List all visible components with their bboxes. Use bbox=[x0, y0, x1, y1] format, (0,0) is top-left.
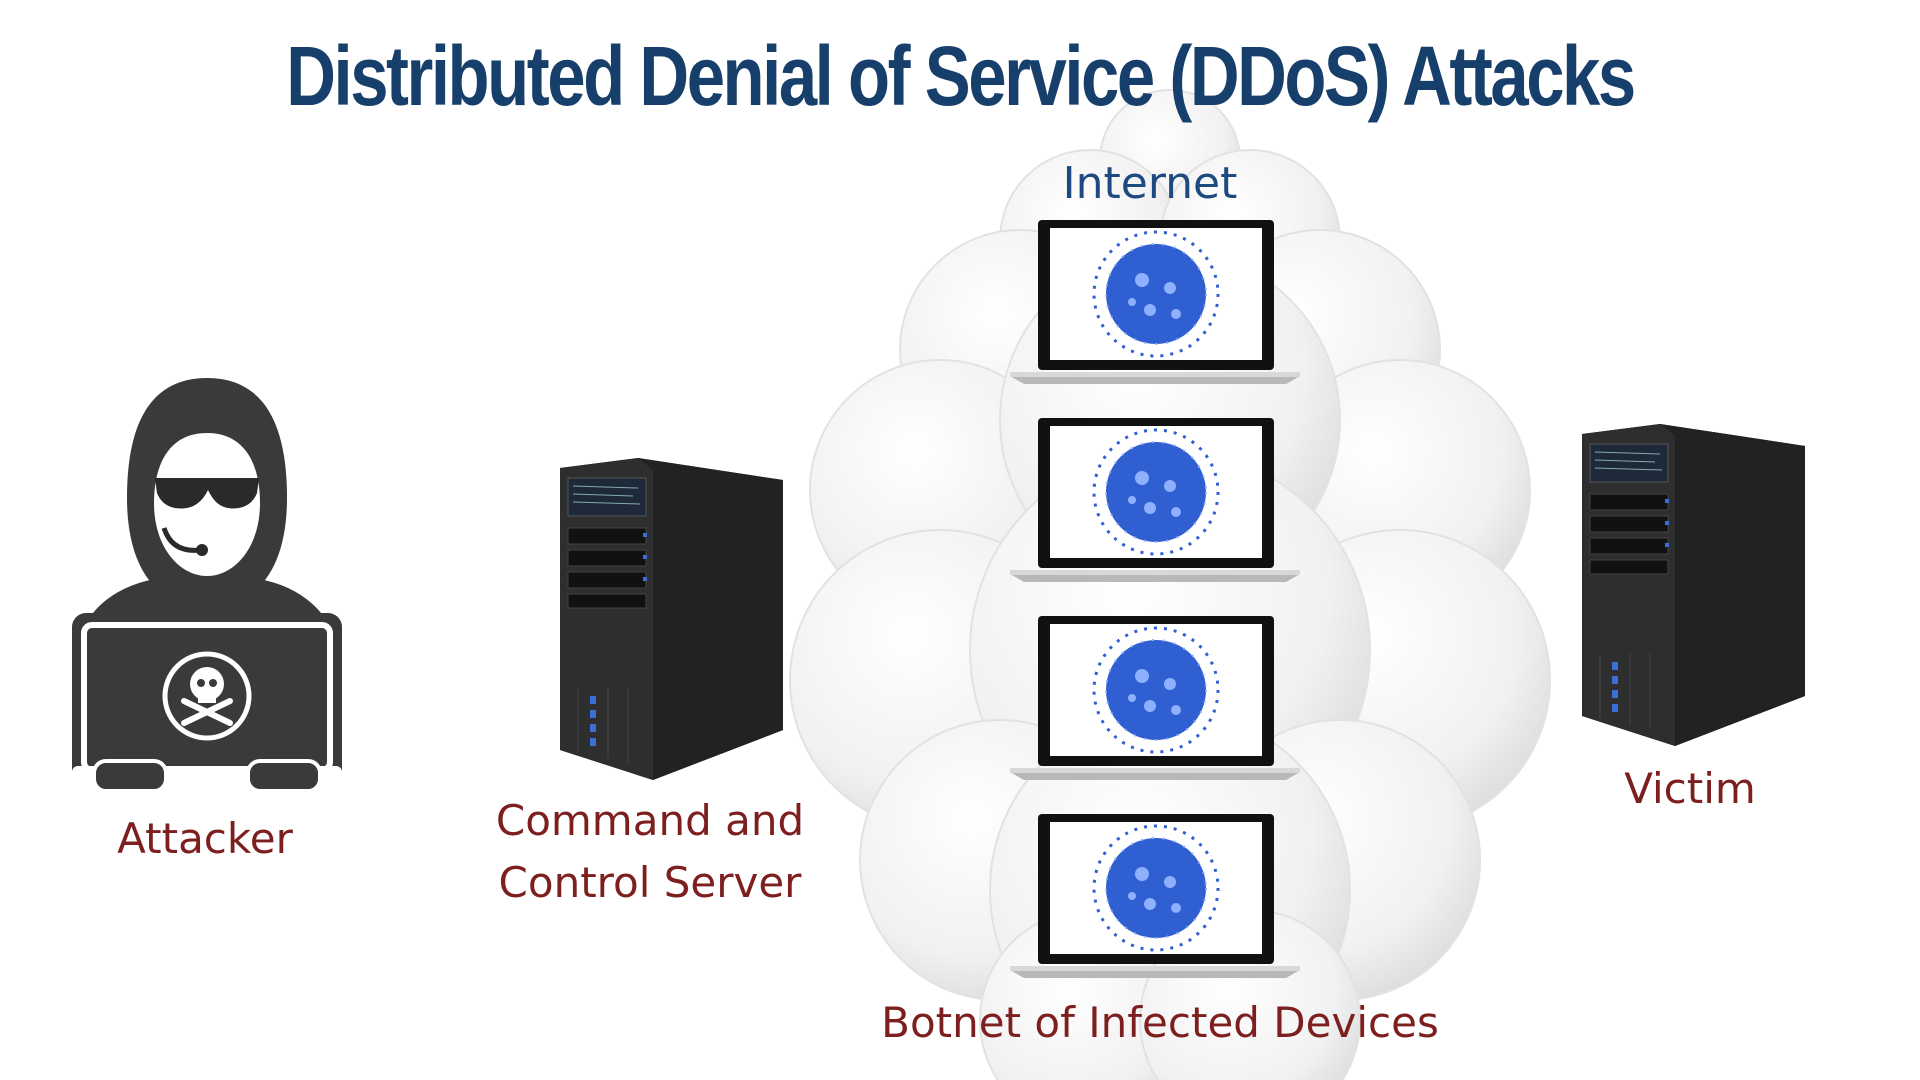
cnc-server-label-line2: Control Server bbox=[498, 858, 802, 907]
virus-icon bbox=[1092, 626, 1220, 754]
virus-icon bbox=[1092, 428, 1220, 556]
cnc-server-icon bbox=[560, 458, 783, 780]
virus-icon bbox=[1092, 824, 1220, 952]
attacker-label: Attacker bbox=[117, 814, 293, 863]
infected-laptop-4 bbox=[1010, 814, 1300, 978]
virus-icon bbox=[1092, 230, 1220, 358]
botnet-label: Botnet of Infected Devices bbox=[881, 998, 1439, 1047]
victim-server-icon bbox=[1582, 424, 1805, 746]
internet-label: Internet bbox=[1062, 158, 1238, 209]
infected-laptop-1 bbox=[1010, 220, 1300, 384]
victim-label: Victim bbox=[1624, 764, 1756, 813]
cnc-server-label-line1: Command and bbox=[495, 796, 805, 845]
slide-title: Distributed Denial of Service (DDoS) Att… bbox=[286, 29, 1636, 123]
infected-laptop-2 bbox=[1010, 418, 1300, 582]
hooded-hacker-icon bbox=[72, 378, 342, 793]
infected-laptop-3 bbox=[1010, 616, 1300, 780]
